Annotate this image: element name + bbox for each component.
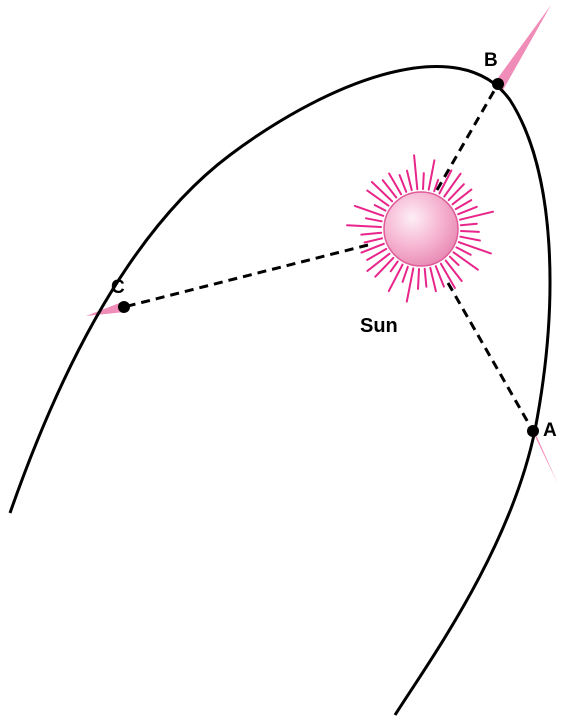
radius-line-a (446, 282, 535, 432)
sun-ray (454, 199, 473, 211)
comet-tail-a (530, 426, 558, 484)
sun-ray (427, 159, 436, 191)
sun-ray (353, 204, 385, 217)
point-label-c: C (111, 277, 125, 298)
comet-tail-b (495, 5, 551, 90)
sun-ray (406, 169, 413, 192)
sun-ray (363, 237, 384, 244)
sun-ray (447, 183, 465, 202)
sun-ray (388, 172, 403, 196)
sun-ray (370, 181, 394, 203)
sun-label: Sun (360, 315, 398, 337)
sun-ray (401, 265, 409, 283)
sun (383, 191, 459, 267)
radius-line-b (435, 83, 500, 191)
sun-ray (389, 260, 399, 273)
sun-ray (360, 231, 383, 236)
sun-ray (433, 178, 440, 193)
point-label-a: A (543, 420, 557, 441)
comet-tail-c (86, 302, 125, 316)
sun-ray (443, 172, 462, 198)
sun-ray (413, 154, 419, 191)
sun-rays (346, 154, 494, 303)
comet-position-b (492, 78, 504, 90)
sun-ray (405, 267, 415, 303)
sun-ray (459, 222, 478, 227)
sun-ray (373, 204, 387, 212)
sun-ray (458, 210, 494, 221)
sun-ray (381, 179, 398, 199)
radius-line-c (123, 243, 369, 309)
orbit-path (8, 65, 552, 716)
point-label-b: B (484, 50, 498, 71)
sun-ray (423, 267, 428, 288)
sun-ray (366, 252, 391, 272)
sun-ray (457, 241, 492, 255)
sun-ray (366, 189, 390, 207)
sun-ray (459, 235, 481, 242)
sun-ray (429, 266, 437, 293)
sun-ray (448, 255, 460, 266)
comet-position-a (527, 425, 539, 437)
sun-ray (387, 263, 404, 293)
sun-ray (434, 265, 445, 288)
sun-ray (438, 169, 453, 195)
sun-ray (360, 242, 385, 254)
sun-ray (460, 230, 480, 233)
comet-position-c (118, 301, 130, 313)
sun-ray (451, 188, 473, 206)
sun-ray (398, 174, 408, 193)
sun-ray (457, 205, 478, 216)
sun-ray (346, 224, 382, 228)
sun-ray (366, 247, 388, 261)
sun-ray (455, 246, 472, 256)
sun-ray (422, 172, 425, 190)
sun-ray (452, 251, 479, 271)
sun-ray (365, 217, 383, 223)
sun-ray (417, 268, 420, 290)
sun-ray (374, 256, 395, 278)
sun-ray (444, 259, 463, 282)
sun-ray (439, 262, 456, 289)
